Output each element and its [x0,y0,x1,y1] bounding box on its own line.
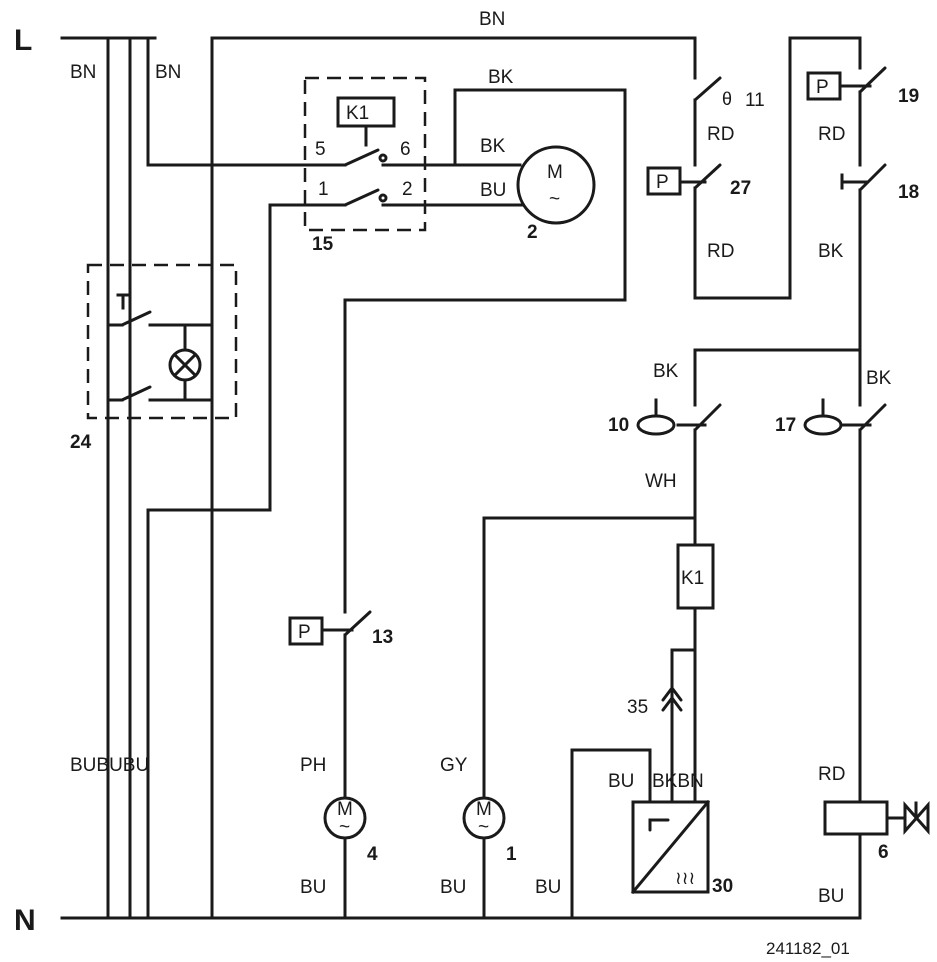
wire-bn-left-1: BN [70,62,96,83]
heater-30: ≀≀≀ 30 [570,748,733,920]
label-13: 13 [372,627,393,648]
thermostat-11: θ 11 [693,36,765,167]
label-4: 4 [367,844,378,865]
label-35: 35 [627,697,648,718]
p-19: P [816,77,829,98]
valve-6: 6 [823,800,930,920]
wire-bk-18: BK [818,241,844,262]
motor-1-tilde: ~ [478,817,489,838]
relay-contacts-label: K1 [346,103,369,124]
label-neutral: N [14,904,36,937]
motor-1-m: M [476,799,492,820]
level-switch-17: 17 [775,348,887,804]
pin-5: 5 [315,139,326,160]
wire-bu-30: BU [608,771,634,792]
relay-coil-k1: K1 [670,543,715,652]
wire-bk-motor: BK [480,136,506,157]
motor-2-tilde: ~ [549,189,560,210]
wire-bn-top: BN [479,9,505,30]
wire-bk-10: BK [653,361,679,382]
label-24: 24 [70,432,92,453]
wire-bk-motor-top: BK [488,67,514,88]
wire-bn-left-2: BN [155,62,181,83]
wire-bu-1: BU [440,877,466,898]
pressure-switch-19: P 19 [806,36,919,167]
figure-id: 241182_01 [766,939,850,958]
pump-4-circuit: P 13 M ~ 4 [288,298,393,920]
motor-2: M ~ 2 [343,88,627,302]
label-19: 19 [898,86,919,107]
label-27: 27 [730,178,751,199]
left-wires [106,36,697,920]
label-1: 1 [506,844,517,865]
wire-bu-mid: BU [535,877,561,898]
relay-wire-to-cross [146,203,272,920]
label-10: 10 [608,415,629,436]
wire-gy-1: GY [440,755,468,776]
wire-bu-4: BU [300,877,326,898]
wire-rd-19: RD [818,124,845,145]
wire-wh-10: WH [645,471,677,492]
wire-rd-27: RD [707,241,734,262]
motor-4-m: M [337,799,353,820]
label-30: 30 [712,876,733,897]
pin-1: 1 [318,179,329,200]
connector-35: 35 [627,648,697,804]
theta-11: θ [722,89,732,109]
wire-bkbn-30: BKBN [652,771,704,792]
p-27: P [656,172,669,193]
wire-bk-17: BK [866,368,892,389]
motor-2-m: M [547,162,563,183]
level-switch-10: 10 [608,348,862,547]
wire-ph-4: PH [300,755,326,776]
label-18: 18 [898,182,919,203]
switch-18: 18 [840,163,919,352]
pin-2: 2 [402,179,413,200]
pin-6: 6 [400,139,411,160]
pressure-switch-27: P 27 [646,36,862,300]
wire-bu-motor: BU [480,180,506,201]
label-17: 17 [775,415,796,436]
relay-coil-label: K1 [681,568,704,589]
heater-symbol: ≀≀≀ [675,868,695,888]
label-6: 6 [878,842,889,863]
wire-rd-6: RD [818,764,845,785]
switch-lamp-24: 24 [70,263,238,453]
label-11: 11 [745,90,765,111]
label-2: 2 [527,222,538,243]
motor-4-tilde: ~ [339,817,350,838]
wire-rd-11: RD [707,124,734,145]
wire-bububu: BUBUBU [70,755,149,776]
p-13: P [298,622,311,643]
relay-contacts-15: K1 5 6 1 2 15 [268,76,542,255]
motor-1-circuit: M ~ 1 [462,516,697,920]
label-15: 15 [312,234,334,255]
wire-bu-6: BU [818,886,844,907]
label-line: L [14,24,32,57]
